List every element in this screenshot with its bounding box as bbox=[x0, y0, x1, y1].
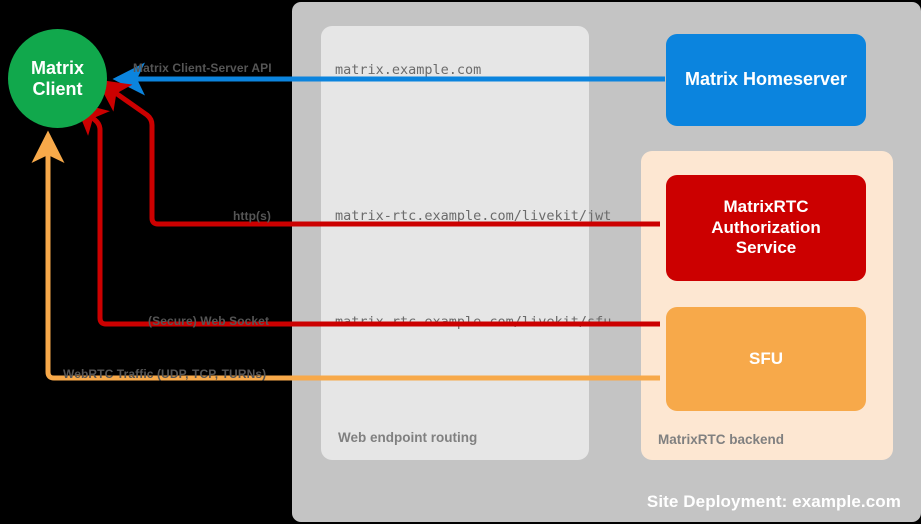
authorization-label-line2: Authorization bbox=[711, 217, 821, 237]
node-matrixrtc-authorization-service[interactable]: MatrixRTC Authorization Service bbox=[666, 175, 866, 281]
matrix-client-label-line1: Matrix bbox=[30, 58, 84, 79]
connection-label-webrtc-traffic: WebRTC Traffic (UDP, TCP, TURNs) bbox=[63, 367, 267, 381]
endpoint-url-livekit-sfu: matrix-rtc.example.com/livekit/sfu bbox=[335, 314, 612, 330]
endpoint-url-livekit-jwt: matrix-rtc.example.com/livekit/jwt bbox=[335, 208, 612, 224]
connection-label-https: http(s) bbox=[233, 209, 272, 223]
authorization-label-line3: Service bbox=[735, 238, 797, 258]
matrixrtc-backend-title: MatrixRTC backend bbox=[658, 432, 785, 447]
authorization-label-line1: MatrixRTC bbox=[723, 197, 809, 217]
connection-label-matrix-client-server-api: Matrix Client-Server API bbox=[133, 61, 272, 75]
node-sfu[interactable]: SFU bbox=[666, 307, 866, 411]
matrix-client-label-line2: Client bbox=[32, 78, 83, 99]
sfu-label: SFU bbox=[749, 348, 783, 368]
web-endpoint-routing-container: Web endpoint routing bbox=[321, 26, 589, 460]
site-deployment-title: Site Deployment: example.com bbox=[646, 492, 901, 511]
web-endpoint-routing-title: Web endpoint routing bbox=[338, 430, 478, 445]
endpoint-url-matrix: matrix.example.com bbox=[335, 62, 482, 78]
node-matrix-client[interactable]: Matrix Client bbox=[8, 29, 107, 128]
matrix-homeserver-label: Matrix Homeserver bbox=[684, 69, 848, 90]
connection-label-secure-web-socket: (Secure) Web Socket bbox=[148, 314, 270, 328]
node-matrix-homeserver[interactable]: Matrix Homeserver bbox=[666, 34, 866, 126]
